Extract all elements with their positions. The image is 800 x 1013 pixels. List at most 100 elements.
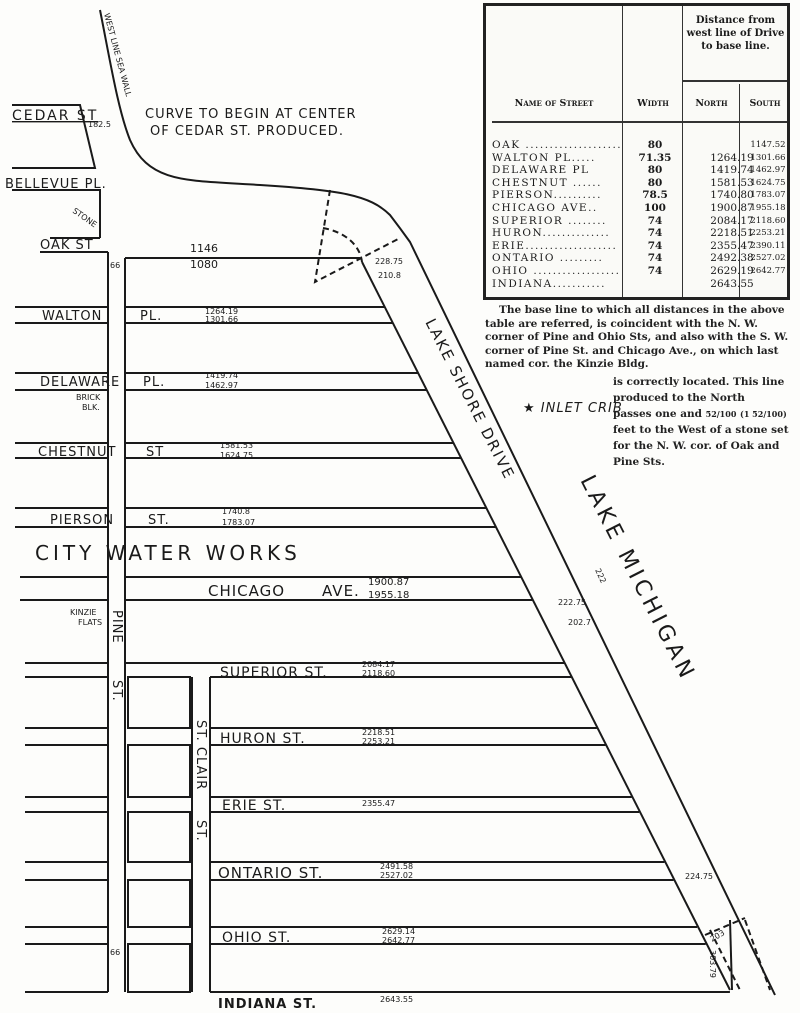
header-south: South bbox=[749, 98, 781, 109]
city-water-works-label: CITY WATER WORKS bbox=[35, 541, 301, 565]
city-block bbox=[127, 744, 191, 798]
bellevue-label: BELLEVUE PL. bbox=[5, 177, 107, 192]
huron-south-dist: 2253.21 bbox=[362, 737, 395, 746]
cell-north: 1419.74 bbox=[710, 164, 754, 177]
cell-north: 2643.55 bbox=[710, 277, 754, 290]
cell-south: 1783.07 bbox=[750, 190, 786, 201]
ohio-width: 66 bbox=[110, 948, 120, 957]
cell-south: 1147.52 bbox=[750, 140, 786, 150]
chicago-drive-dist-1: 222.75 bbox=[558, 598, 586, 607]
oak-drive-dist-2: 210.8 bbox=[378, 271, 401, 280]
note-fraction-1: 52/100 bbox=[705, 409, 737, 419]
delaware-label: DELAWARE bbox=[40, 375, 120, 390]
pierson-north-dist: 1740.8 bbox=[222, 507, 250, 516]
cell-name: INDIANA........... bbox=[492, 277, 606, 290]
superior-label: SUPERIOR ST. bbox=[220, 665, 328, 681]
cell-width: 74 bbox=[647, 265, 663, 277]
chestnut-label: CHESTNUT bbox=[38, 445, 116, 460]
walton-pl-label: PL. bbox=[140, 309, 162, 324]
note-cont-3: feet to the West of a stone set for the … bbox=[613, 424, 789, 468]
star-icon: ★ bbox=[523, 401, 541, 416]
header-distance: Distance from west line of Drive to base… bbox=[686, 15, 785, 52]
cell-width: 80 bbox=[647, 139, 663, 151]
superior-north-dist: 2084.17 bbox=[362, 660, 395, 669]
huron-label: HURON ST. bbox=[220, 731, 306, 747]
oak-width: 66 bbox=[110, 261, 120, 270]
sea-wall-label: WEST LINE SEA WALL bbox=[102, 12, 133, 98]
delaware-pl-label: PL. bbox=[143, 375, 165, 390]
cell-name: CHICAGO AVE.. bbox=[492, 202, 598, 214]
cell-south: 2118.60 bbox=[750, 215, 786, 226]
cell-width: 78.5 bbox=[642, 189, 668, 202]
indiana-drive-dist: 303.79 bbox=[708, 950, 717, 978]
st-clair-st-label: ST. bbox=[193, 820, 208, 842]
cell-name: DELAWARE PL bbox=[492, 164, 590, 177]
cell-name: HURON.............. bbox=[492, 227, 611, 240]
inlet-crib-label: ★ INLET CRIB bbox=[523, 401, 623, 416]
cell-name: WALTON PL..... bbox=[492, 151, 596, 164]
erie-label: ERIE ST. bbox=[222, 798, 286, 814]
chicago-drive-dist-3: 222 bbox=[593, 567, 608, 585]
st-clair-lines bbox=[191, 677, 211, 992]
cell-name: ERIE................... bbox=[492, 239, 618, 252]
huron-north-dist: 2218.51 bbox=[362, 728, 395, 737]
cell-name: SUPERIOR ........ bbox=[492, 214, 607, 227]
walton-south-dist: 1301.66 bbox=[205, 315, 238, 324]
base-line-note-continued: is correctly located. This line produced… bbox=[613, 374, 793, 470]
cell-name: PIERSON.......... bbox=[492, 189, 602, 202]
city-block bbox=[127, 811, 191, 863]
cell-north: 2084.17 bbox=[710, 214, 754, 227]
base-line-note: The base line to which all distances in … bbox=[485, 304, 790, 372]
ohio-label: OHIO ST. bbox=[222, 930, 291, 946]
cedar-st-label: CEDAR ST bbox=[12, 108, 98, 124]
inlet-crib-text: INLET CRIB bbox=[541, 401, 623, 416]
cell-south: 2642.77 bbox=[750, 266, 786, 276]
cell-north: 1740.80 bbox=[710, 189, 754, 202]
superior-south-dist: 2118.60 bbox=[362, 669, 395, 678]
cell-name: ONTARIO ......... bbox=[492, 252, 604, 265]
divider bbox=[739, 84, 740, 297]
cell-north: 1581.53 bbox=[710, 176, 754, 189]
ontario-north-dist: 2491.58 bbox=[380, 862, 413, 871]
pierson-south-dist: 1783.07 bbox=[222, 518, 255, 527]
north-street-lines bbox=[12, 104, 108, 253]
indiana-north-dist: 2643.55 bbox=[380, 995, 413, 1004]
cell-width: 80 bbox=[647, 164, 663, 177]
cell-width: 80 bbox=[647, 176, 663, 189]
oak-south-dist: 1080 bbox=[190, 258, 218, 271]
delaware-south-dist: 1462.97 bbox=[205, 381, 238, 390]
erie-north-dist: 2355.47 bbox=[362, 799, 395, 808]
pine-st-lines bbox=[107, 252, 126, 992]
curve-note-1: CURVE TO BEGIN AT CENTER bbox=[145, 107, 357, 122]
chicago-north-dist: 1900.87 bbox=[368, 577, 409, 588]
indiana-label: INDIANA ST. bbox=[218, 997, 317, 1012]
walton-north-dist: 1264.19 bbox=[205, 307, 238, 316]
pierson-st-label: ST. bbox=[148, 513, 170, 528]
ohio-south-dist: 2642.77 bbox=[382, 936, 415, 945]
chestnut-north-dist: 1581.53 bbox=[220, 441, 253, 450]
sea-wall-line bbox=[99, 9, 776, 996]
cell-north: 1900.87 bbox=[710, 202, 754, 214]
cell-width: 74 bbox=[647, 239, 663, 252]
cell-south: 1462.97 bbox=[750, 165, 786, 176]
cell-south: 1955.18 bbox=[750, 203, 786, 213]
street-distance-table: Distance from west line of Drive to base… bbox=[483, 3, 790, 300]
ontario-label: ONTARIO ST. bbox=[218, 864, 323, 882]
oak-north-dist: 1146 bbox=[190, 242, 218, 255]
cell-width: 71.35 bbox=[638, 151, 672, 164]
chestnut-south-dist: 1624.75 bbox=[220, 451, 253, 460]
note-fraction-2: (1 52/100) bbox=[740, 409, 787, 419]
kinzie-label-2: FLATS bbox=[78, 618, 102, 627]
cell-north: 2218.51 bbox=[710, 227, 754, 240]
cell-north: 2629.19 bbox=[710, 265, 754, 277]
drive-west-line bbox=[361, 261, 731, 991]
brick-label-2: BLK. bbox=[82, 403, 100, 412]
note-cont-1: is correctly located. This line produced… bbox=[613, 376, 785, 404]
cell-south: 2253.21 bbox=[750, 228, 786, 239]
construction-dashes bbox=[313, 189, 401, 284]
walton-label: WALTON bbox=[42, 309, 102, 324]
oak-drive-dist-1: 228.75 bbox=[375, 257, 403, 266]
divider bbox=[682, 80, 787, 82]
header-width: Width bbox=[637, 98, 669, 109]
